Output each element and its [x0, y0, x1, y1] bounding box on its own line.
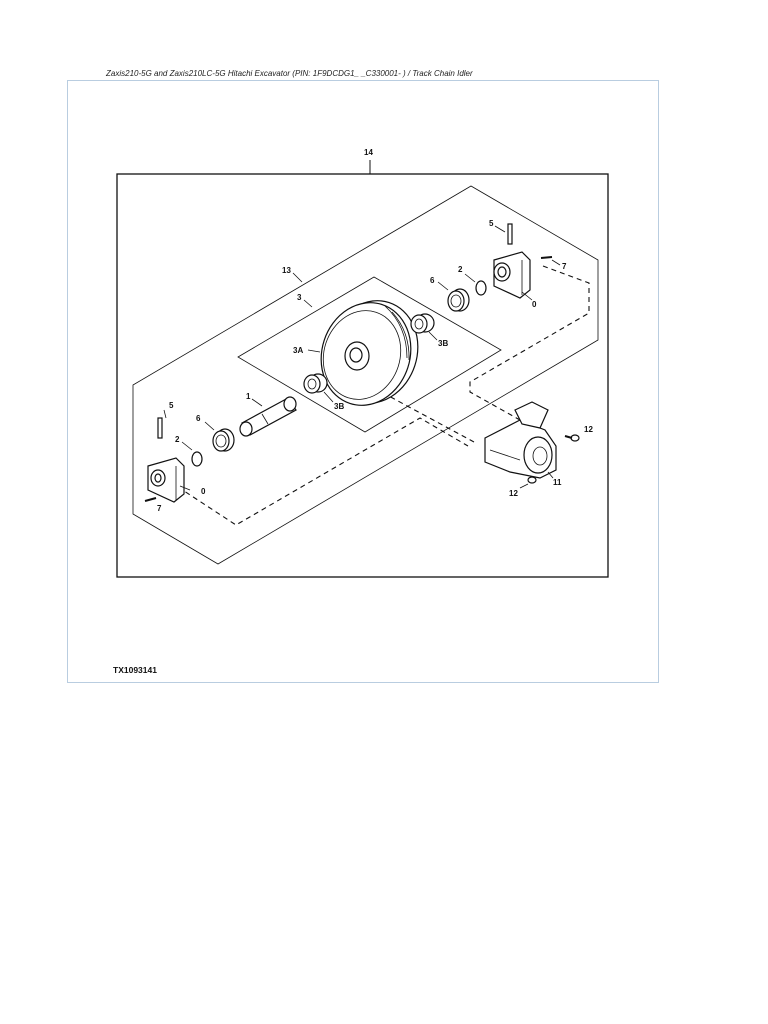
- leader-line-6-right: [437, 281, 449, 291]
- bracket-left: [147, 457, 185, 503]
- leader-line-1: [251, 398, 263, 407]
- kit-outline-box: [116, 173, 609, 578]
- callout-7-left: 7: [157, 504, 162, 513]
- bolt-left: [144, 497, 157, 502]
- leader-line-12-lower: [519, 483, 529, 489]
- idler-outline-3: [237, 276, 502, 433]
- leader-line-5-left: [163, 409, 167, 419]
- callout-12-upper: 12: [584, 425, 593, 434]
- bracket-right: [493, 251, 531, 299]
- o-ring-left: [191, 451, 203, 467]
- bolt-12-upper: [564, 434, 580, 442]
- bushing-upper: [410, 313, 435, 334]
- callout-13: 13: [282, 266, 291, 275]
- callout-6-right: 6: [430, 276, 435, 285]
- callout-0-left: 0: [201, 487, 206, 496]
- figure-id: TX1093141: [113, 665, 157, 675]
- leader-line-3a: [307, 349, 321, 353]
- callout-2-right: 2: [458, 265, 463, 274]
- idler-wheel: [320, 300, 419, 406]
- leader-line-0-left: [179, 485, 191, 491]
- callout-14: 14: [364, 148, 373, 157]
- o-ring-right: [475, 280, 487, 296]
- leader-line-3: [303, 299, 313, 308]
- bushing-lower: [303, 373, 328, 394]
- page-title: Zaxis210-5G and Zaxis210LC-5G Hitachi Ex…: [106, 69, 473, 78]
- leader-line-3b-lower: [323, 391, 334, 403]
- assembly-outline-13: [132, 185, 599, 565]
- leader-line-3b-upper: [428, 331, 438, 341]
- leader-line-5-right: [494, 225, 506, 233]
- callout-3a: 3A: [293, 346, 303, 355]
- leader-line-11: [547, 471, 554, 479]
- callout-5-left: 5: [169, 401, 174, 410]
- assembly-line-right: [469, 265, 590, 421]
- figure-frame: [67, 80, 659, 683]
- callout-3b-upper: 3B: [438, 339, 448, 348]
- leader-line-2-right: [464, 273, 476, 283]
- bolt-12-lower: [527, 476, 537, 484]
- callout-7-right: 7: [562, 262, 567, 271]
- callout-1: 1: [246, 392, 251, 401]
- assembly-line-left: [177, 417, 469, 526]
- leader-line-0-right: [521, 291, 533, 301]
- callout-0-right: 0: [532, 300, 537, 309]
- callout-3: 3: [297, 293, 302, 302]
- yoke-11: [484, 401, 557, 479]
- seal-ring-left: [212, 428, 235, 452]
- leader-line-13: [292, 272, 303, 283]
- leader-line-7-right: [551, 259, 561, 266]
- callout-2-left: 2: [175, 435, 180, 444]
- callout-12-lower: 12: [509, 489, 518, 498]
- seal-ring-right: [447, 288, 470, 312]
- leader-line-2-left: [181, 441, 193, 451]
- callout-5-right: 5: [489, 219, 494, 228]
- pin-left: [157, 417, 163, 439]
- bolt-right: [540, 256, 553, 259]
- callout-11: 11: [553, 478, 562, 487]
- shaft: [239, 396, 297, 437]
- pin-right: [507, 223, 513, 245]
- callout-6-left: 6: [196, 414, 201, 423]
- leader-line-6-left: [204, 421, 215, 431]
- callout-3b-lower: 3B: [334, 402, 344, 411]
